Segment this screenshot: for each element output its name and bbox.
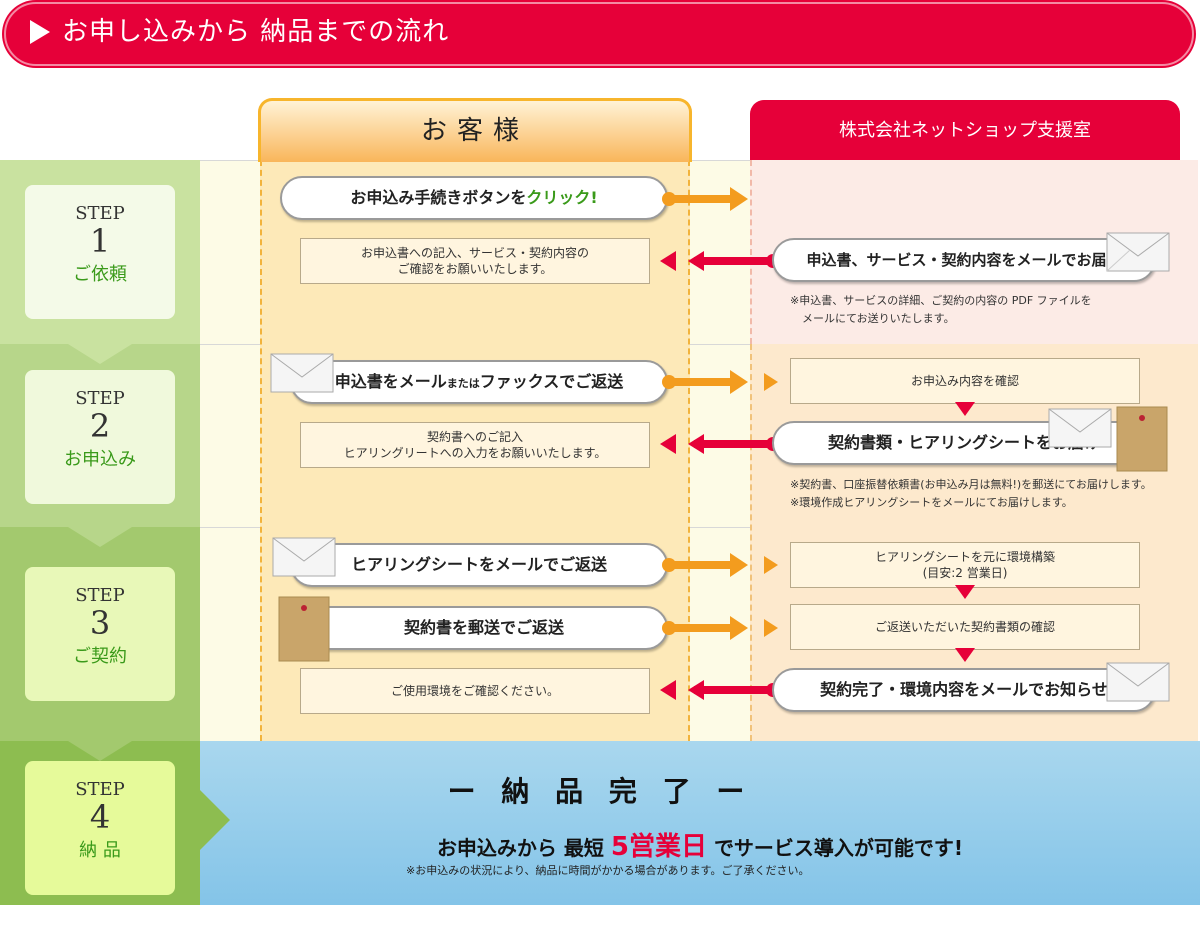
row1-note-line-1: ※申込書、サービスの詳細、ご契約の内容の PDF ファイルを (790, 294, 1092, 307)
step-4-card: STEP 4 納 品 (25, 761, 175, 895)
return-small: または (446, 377, 480, 390)
click-apply-text: お申込み手続きボタンを (350, 188, 527, 207)
step-1-label: ご依頼 (73, 264, 127, 285)
confirm-line-1: お申込書への記入、サービス・契約内容の (360, 246, 589, 260)
row2-note: ※契約書、口座振替依頼書(お申込み月は無料!)を郵送にてお届けします。 ※環境作… (790, 476, 1152, 512)
arrow-head-left (660, 251, 676, 271)
arrow-head-right (730, 370, 748, 394)
build-environment-box: ヒアリングシートを元に環境構築 (目安:2 営業日) (790, 542, 1140, 588)
delivery-complete-title: ー 納 品 完 了 ー (447, 775, 753, 808)
check-contract-box: ご返送いただいた契約書類の確認 (790, 604, 1140, 650)
confirm-request-box: お申込書への記入、サービス・契約内容の ご確認をお願いいたします。 (300, 238, 650, 284)
step-3-card: STEP 3 ご契約 (25, 567, 175, 701)
arrow-head-right (730, 553, 748, 577)
envelope-icon (270, 353, 334, 393)
return-a: 申込書をメール (334, 372, 447, 391)
row1-note: ※申込書、サービスの詳細、ご契約の内容の PDF ファイルを メールにてお送りい… (790, 292, 1092, 328)
delivery-note: ※お申込みの状況により、納品に時間がかかる場合があります。ご了承ください。 (406, 864, 810, 877)
arrow-head-left-inner (688, 251, 704, 271)
flow-arrow-right (668, 195, 732, 203)
step-3-word: STEP (75, 585, 125, 606)
step-4-word: STEP (75, 779, 125, 800)
row2-note-line-1: ※契約書、口座振替依頼書(お申込み月は無料!)を郵送にてお届けします。 (790, 478, 1152, 491)
step-3-notch (68, 741, 132, 761)
fill-line-1: 契約書へのご記入 (426, 430, 523, 444)
flow-arrow-left (694, 686, 774, 694)
envelope-icon (1106, 232, 1170, 272)
play-arrow-icon (30, 20, 50, 44)
step-2-notch (68, 527, 132, 547)
delivery-message-a: お申込みから 最短 (436, 836, 604, 860)
arrow-head-small (764, 373, 778, 391)
step-3-label: ご契約 (73, 646, 127, 667)
notify-completion-pill: 契約完了・環境内容をメールでお知らせ (772, 668, 1156, 712)
flow-arrow-right (668, 378, 732, 386)
delivery-highlight: 5営業日 (610, 832, 707, 862)
page-title: お申し込みから 納品までの流れ (62, 17, 450, 47)
step-4-label: 納 品 (79, 840, 121, 861)
arrow-head-right (730, 187, 748, 211)
step-2-card: STEP 2 お申込み (25, 370, 175, 504)
header-banner (4, 2, 1194, 66)
step-1-notch (68, 344, 132, 364)
confirm-line-2: ご確認をお願いいたします。 (397, 262, 553, 276)
flow-arrow-left (694, 257, 774, 265)
build-line-1: ヒアリングシートを元に環境構築 (874, 550, 1055, 564)
company-column-header (750, 100, 1180, 160)
arrow-head-left (660, 680, 676, 700)
return-sheet-pill: ヒアリングシートをメールでご返送 (290, 543, 668, 587)
package-envelope-icon (278, 596, 330, 662)
arrow-head-right (730, 616, 748, 640)
step-2-label: お申込み (64, 449, 136, 470)
row2-note-line-2: ※環境作成ヒアリングシートをメールにてお届けします。 (790, 496, 1073, 509)
envelope-icon (1106, 662, 1170, 702)
arrow-head-down (955, 648, 975, 662)
step-4-arrow (200, 790, 230, 850)
return-application-pill: 申込書をメールまたはファックスでご返送 (290, 360, 668, 404)
step-1-word: STEP (75, 203, 125, 224)
send-documents-pill: 申込書、サービス・契約内容をメールでお届け (772, 238, 1156, 282)
return-contract-pill: 契約書を郵送でご返送 (300, 606, 668, 650)
step-1-number: 1 (89, 222, 111, 260)
arrow-head-left (660, 434, 676, 454)
build-line-2: (目安:2 営業日) (922, 566, 1008, 580)
package-envelope-icon (1116, 406, 1168, 472)
step-2-word: STEP (75, 388, 125, 409)
customer-column-label: お客様 (420, 116, 529, 146)
flow-arrow-left (694, 440, 774, 448)
delivery-banner (200, 741, 1200, 905)
click-apply-pill: お申込み手続きボタンをクリック! (280, 176, 668, 220)
check-application-box: お申込み内容を確認 (790, 358, 1140, 404)
flow-arrow-right (668, 624, 732, 632)
flow-arrow-right (668, 561, 732, 569)
step-2-number: 2 (89, 407, 111, 445)
arrow-head-small (764, 619, 778, 637)
envelope-icon (272, 537, 336, 577)
envelope-icon (1048, 408, 1112, 448)
arrow-head-small (764, 556, 778, 574)
return-b: ファックスでご返送 (479, 372, 624, 391)
step-3-number: 3 (89, 604, 111, 642)
confirm-environment-box: ご使用環境をご確認ください。 (300, 668, 650, 714)
row1-note-line-2: メールにてお送りいたします。 (802, 312, 955, 325)
arrow-head-down (955, 585, 975, 599)
customer-column-header (258, 98, 692, 162)
company-column-label: 株式会社ネットショップ支援室 (839, 120, 1091, 141)
step-4-number: 4 (89, 798, 111, 836)
step-1-card: STEP 1 ご依頼 (25, 185, 175, 319)
click-highlight: クリック! (526, 188, 598, 207)
delivery-message-b: でサービス導入が可能です! (713, 836, 964, 860)
delivery-message: お申込みから 最短 5営業日 でサービス導入が可能です! (200, 826, 1200, 863)
fill-contract-box: 契約書へのご記入 ヒアリングリートへの入力をお願いいたします。 (300, 422, 650, 468)
fill-line-2: ヒアリングリートへの入力をお願いいたします。 (343, 446, 607, 460)
arrow-head-down (955, 402, 975, 416)
